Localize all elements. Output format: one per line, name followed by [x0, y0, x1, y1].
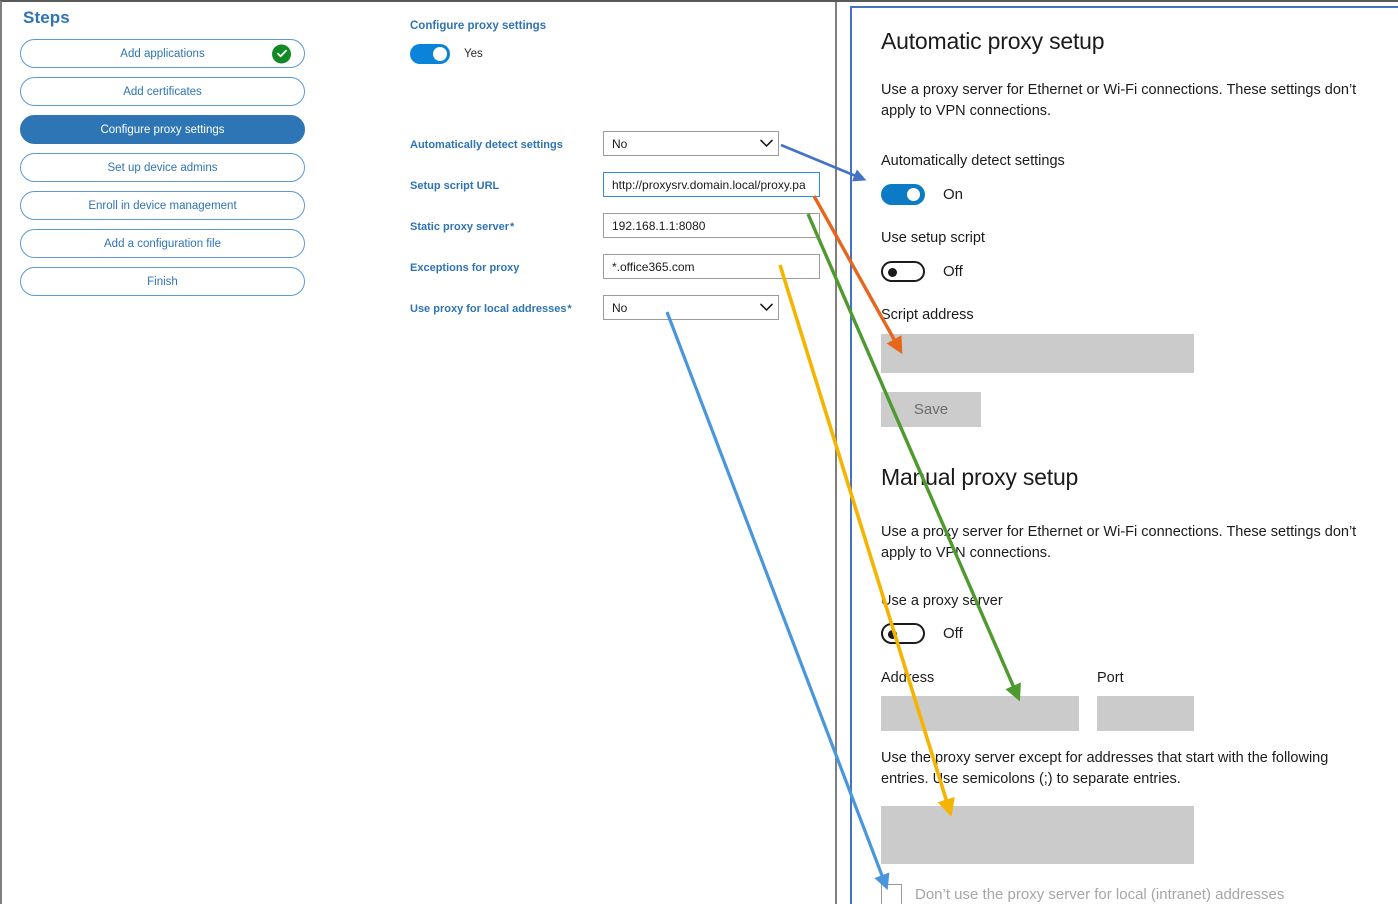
field-exceptions-for-proxy: Exceptions for proxy *.office365.com — [410, 254, 830, 295]
exceptions-description: Use the proxy server except for addresse… — [881, 750, 1329, 787]
required-marker: * — [566, 303, 572, 315]
use-a-proxy-server-label: Use a proxy server — [881, 593, 1003, 609]
select-value: No — [612, 136, 628, 151]
chevron-down-icon — [758, 136, 774, 152]
use-a-proxy-server-toggle-row: Off — [881, 623, 963, 644]
sidebar-item-add-certificates[interactable]: Add certificates — [20, 77, 305, 106]
port-label: Port — [1097, 670, 1124, 686]
toggle-knob — [433, 47, 447, 61]
automatically-detect-settings-select[interactable]: No — [603, 131, 779, 156]
step-label: Finish — [147, 275, 178, 288]
step-label: Add certificates — [123, 85, 202, 98]
field-automatically-detect-settings: Automatically detect settings No — [410, 131, 830, 172]
input-value: *.office365.com — [612, 259, 695, 274]
exceptions-for-proxy-input[interactable]: *.office365.com — [603, 254, 820, 279]
required-marker: * — [509, 221, 515, 233]
manual-proxy-description: Use a proxy server for Ethernet or Wi-Fi… — [881, 524, 1357, 561]
field-label: Automatically detect settings — [410, 139, 563, 151]
save-button[interactable]: Save — [881, 392, 981, 427]
sidebar-item-finish[interactable]: Finish — [20, 267, 305, 296]
script-address-label: Script address — [881, 307, 974, 323]
bypass-local-addresses-label: Don’t use the proxy server for local (in… — [915, 886, 1285, 903]
field-label: Setup script URL — [410, 180, 500, 192]
field-use-proxy-for-local-addresses: Use proxy for local addresses * No — [410, 295, 830, 336]
enable-proxy-toggle-label: Yes — [464, 48, 483, 60]
steps-title: Steps — [23, 8, 70, 27]
input-value: http://proxysrv.domain.local/proxy.pa — [612, 177, 806, 192]
toggle-state-label: Off — [943, 625, 963, 642]
field-label: Static proxy server * — [410, 221, 515, 233]
proxy-form-header: Configure proxy settings Yes — [410, 20, 830, 64]
toggle-knob — [888, 629, 897, 639]
script-address-input[interactable] — [881, 334, 1194, 373]
step-label: Set up device admins — [107, 161, 218, 174]
toggle-state-label: On — [943, 186, 964, 203]
bypass-local-addresses-row: Don’t use the proxy server for local (in… — [881, 884, 1284, 904]
chevron-down-icon — [758, 300, 774, 316]
exceptions-input[interactable] — [881, 806, 1194, 864]
use-setup-script-label: Use setup script — [881, 230, 985, 246]
automatic-proxy-description: Use a proxy server for Ethernet or Wi-Fi… — [881, 82, 1357, 119]
bypass-local-addresses-checkbox[interactable] — [881, 884, 902, 904]
toggle-knob — [888, 267, 897, 277]
step-label: Enroll in device management — [88, 199, 237, 212]
steps-sidebar: Steps Add applications Add certificates … — [20, 8, 305, 305]
panel-divider — [835, 2, 837, 904]
enable-proxy-toggle-row: Yes — [410, 44, 830, 64]
input-value: 192.168.1.1:8080 — [612, 218, 706, 233]
automatically-detect-settings-label: Automatically detect settings — [881, 153, 1065, 169]
setup-script-url-input[interactable]: http://proxysrv.domain.local/proxy.pa — [603, 172, 820, 197]
static-proxy-server-input[interactable]: 192.168.1.1:8080 — [603, 213, 820, 238]
automatically-detect-settings-toggle[interactable] — [881, 184, 925, 205]
use-setup-script-toggle-row: Off — [881, 261, 963, 282]
field-setup-script-url: Setup script URL http://proxysrv.domain.… — [410, 172, 830, 213]
use-a-proxy-server-toggle[interactable] — [881, 623, 925, 644]
step-label: Configure proxy settings — [100, 123, 225, 136]
step-label: Add a configuration file — [104, 237, 221, 250]
sidebar-item-enroll-in-device-management[interactable]: Enroll in device management — [20, 191, 305, 220]
enable-proxy-toggle[interactable] — [410, 44, 450, 64]
toggle-knob — [907, 188, 920, 201]
select-value: No — [612, 300, 628, 315]
sidebar-item-configure-proxy-settings[interactable]: Configure proxy settings — [20, 115, 305, 144]
automatic-proxy-setup-heading: Automatic proxy setup — [881, 28, 1105, 54]
field-label: Use proxy for local addresses * — [410, 303, 572, 315]
use-setup-script-toggle[interactable] — [881, 261, 925, 282]
check-circle-icon — [272, 44, 291, 63]
sidebar-item-add-a-configuration-file[interactable]: Add a configuration file — [20, 229, 305, 258]
use-proxy-for-local-addresses-select[interactable]: No — [603, 295, 779, 320]
field-static-proxy-server: Static proxy server * 192.168.1.1:8080 — [410, 213, 830, 254]
proxy-form-fields: Automatically detect settings No Setup s… — [410, 131, 830, 336]
sidebar-item-set-up-device-admins[interactable]: Set up device admins — [20, 153, 305, 182]
windows-proxy-settings-panel: Automatic proxy setup Use a proxy server… — [850, 6, 1398, 904]
manual-proxy-setup-heading: Manual proxy setup — [881, 464, 1079, 490]
sidebar-item-add-applications[interactable]: Add applications — [20, 39, 305, 68]
automatically-detect-settings-toggle-row: On — [881, 184, 963, 205]
step-label: Add applications — [120, 47, 205, 60]
form-section-title: Configure proxy settings — [410, 20, 547, 32]
toggle-state-label: Off — [943, 263, 963, 280]
address-label: Address — [881, 670, 935, 686]
field-label: Exceptions for proxy — [410, 262, 520, 274]
port-input[interactable] — [1097, 696, 1194, 731]
address-input[interactable] — [881, 696, 1079, 731]
